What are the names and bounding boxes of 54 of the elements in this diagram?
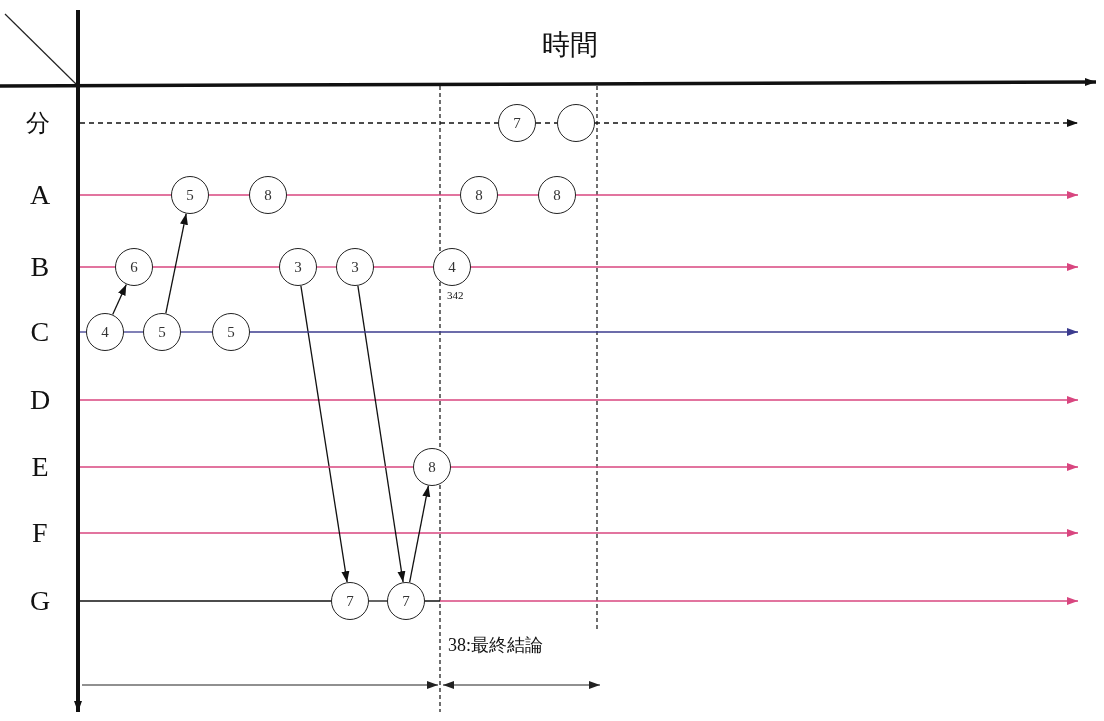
numbered-circle: 3 [336, 248, 374, 286]
arrow [249, 328, 1079, 336]
arrow [165, 212, 188, 315]
arrow [424, 597, 1079, 605]
arrow [450, 463, 1079, 471]
numbered-circle: 3 [279, 248, 317, 286]
numbered-circle: 5 [143, 313, 181, 351]
arrow [575, 191, 1079, 199]
numbered-circle: 7 [498, 104, 536, 142]
connector-line [535, 122, 558, 124]
connector-line [152, 266, 280, 268]
numbered-circle: 5 [171, 176, 209, 214]
column-heading: 時間 [542, 31, 598, 59]
connector-line [79, 266, 116, 268]
arrow [300, 285, 350, 583]
row-label: 分 [26, 111, 50, 135]
arrow [470, 263, 1079, 271]
row-label: A [30, 181, 51, 209]
connector-line [123, 331, 144, 333]
row-label: G [30, 587, 51, 615]
numbered-circle: 8 [249, 176, 287, 214]
arrow [594, 119, 1079, 127]
connector-line [368, 600, 388, 602]
interval-label: 38:最終結論 [448, 636, 543, 654]
numbered-circle: 4 [433, 248, 471, 286]
connector-line [497, 194, 539, 196]
connector-line [79, 331, 87, 333]
connector-line [79, 600, 332, 602]
empty-circle [557, 104, 595, 142]
numbered-circle: 8 [538, 176, 576, 214]
connector-line [79, 466, 414, 468]
row-label: D [30, 386, 51, 414]
connector-line [79, 122, 499, 124]
numbered-circle: 8 [413, 448, 451, 486]
numbered-circle: 7 [331, 582, 369, 620]
numbered-circle: 4 [86, 313, 124, 351]
connector-line [286, 194, 461, 196]
connector-line [316, 266, 337, 268]
numbered-circle: 6 [115, 248, 153, 286]
arrow [408, 485, 431, 583]
row-label: E [31, 453, 49, 481]
arrow [357, 285, 406, 583]
connector-line [180, 331, 213, 333]
connector-line [79, 194, 172, 196]
numbered-circle: 7 [387, 582, 425, 620]
numbered-circle: 8 [460, 176, 498, 214]
connector-line [208, 194, 250, 196]
row-label: F [32, 519, 48, 547]
row-label: C [30, 318, 50, 346]
numbered-circle: 5 [212, 313, 250, 351]
node-note: 342 [447, 290, 464, 301]
connector-line [373, 266, 434, 268]
arrow [112, 283, 127, 316]
row-label: B [30, 253, 50, 281]
